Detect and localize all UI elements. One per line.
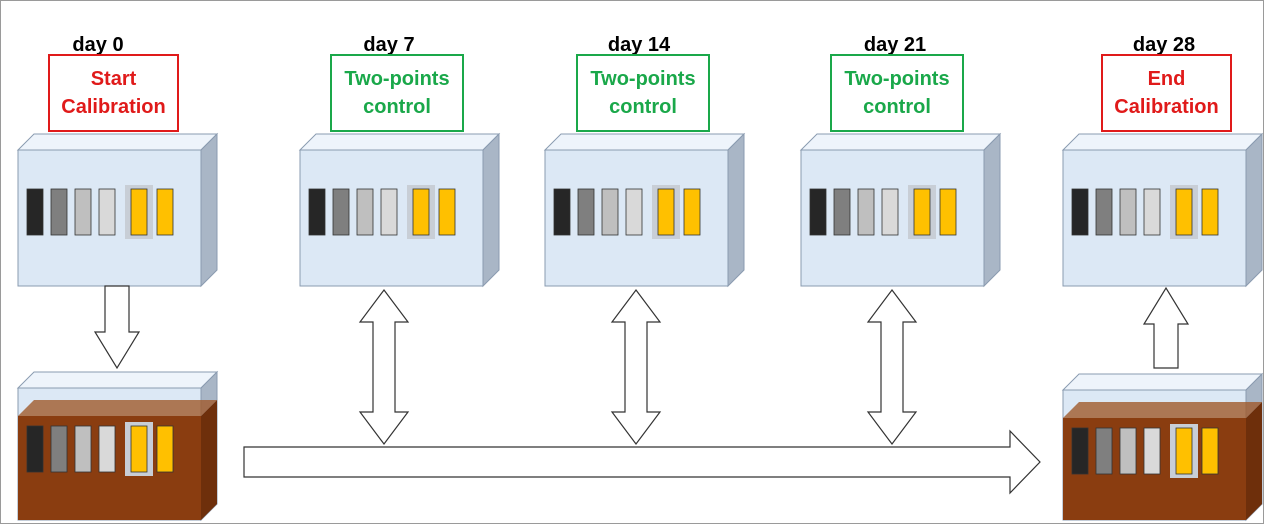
sediment-tank-icon [16, 370, 219, 522]
sample-strip-yellow [1201, 188, 1219, 236]
sample-strip [1095, 427, 1113, 475]
sample-strip [308, 188, 326, 236]
sample-strip [601, 188, 619, 236]
sample-strip [74, 188, 92, 236]
two-points-control-box-day14: Two-points control [576, 54, 710, 132]
sample-strip [577, 188, 595, 236]
sample-strip-yellow [1175, 427, 1193, 475]
sample-strip [809, 188, 827, 236]
double-arrow-icon [610, 289, 662, 445]
timeline-arrow-icon [243, 429, 1041, 495]
tank-side [482, 132, 500, 288]
tank-icon [16, 132, 219, 288]
start-calibration-box: Start Calibration [48, 54, 179, 132]
sample-strip [1143, 427, 1161, 475]
sample-strip [98, 188, 116, 236]
day-label-14: day 14 [607, 34, 671, 56]
sample-strip [833, 188, 851, 236]
tank-top [298, 133, 501, 151]
end-calibration-box: End Calibration [1101, 54, 1232, 132]
sample-strip [1071, 188, 1089, 236]
sample-strip-yellow [1175, 188, 1193, 236]
sample-strip-yellow [412, 188, 430, 236]
sample-strip [1095, 188, 1113, 236]
tank-side [727, 132, 745, 288]
sample-strip [1119, 427, 1137, 475]
tank-top [16, 133, 219, 151]
sample-strip-yellow [913, 188, 931, 236]
sample-strip [625, 188, 643, 236]
two-points-control-box-day21: Two-points control [830, 54, 964, 132]
sample-strip-yellow [156, 425, 174, 473]
sample-strip-yellow [156, 188, 174, 236]
sample-strip [1119, 188, 1137, 236]
sample-strip [26, 188, 44, 236]
tank-side [200, 132, 218, 288]
sample-strip-yellow [130, 188, 148, 236]
day-label-7: day 7 [363, 34, 415, 56]
double-arrow-icon [358, 289, 410, 445]
sample-strip [74, 425, 92, 473]
sample-strip [356, 188, 374, 236]
double-arrow-icon [866, 289, 918, 445]
sample-strip [1143, 188, 1161, 236]
sample-strip [26, 425, 44, 473]
tank-icon [298, 132, 501, 288]
tank-top [543, 133, 746, 151]
sample-strip [881, 188, 899, 236]
two-points-control-box-day7: Two-points control [330, 54, 464, 132]
sediment-top [1063, 402, 1262, 418]
day-label-28: day 28 [1132, 34, 1196, 56]
sediment-tank-icon [1061, 372, 1264, 522]
sample-strip [332, 188, 350, 236]
sample-strip [380, 188, 398, 236]
up-arrow-icon [1142, 286, 1190, 369]
sample-strip [553, 188, 571, 236]
sediment-side [1246, 402, 1262, 520]
tank-top [1061, 373, 1264, 391]
down-arrow-icon [93, 285, 141, 370]
sample-strip [50, 188, 68, 236]
tank-side [983, 132, 1001, 288]
sample-strip [98, 425, 116, 473]
sediment-top [18, 400, 217, 416]
tank-top [1061, 133, 1264, 151]
tank-top [799, 133, 1002, 151]
tank-icon [543, 132, 746, 288]
sample-strip-yellow [657, 188, 675, 236]
tank-side [1245, 132, 1263, 288]
sample-strip-yellow [130, 425, 148, 473]
sediment-side [201, 400, 217, 520]
sample-strip-yellow [1201, 427, 1219, 475]
day-label-21: day 21 [863, 34, 927, 56]
tank-icon [1061, 132, 1264, 288]
sample-strip [857, 188, 875, 236]
sample-strip-yellow [939, 188, 957, 236]
sample-strip-yellow [438, 188, 456, 236]
sample-strip [50, 425, 68, 473]
tank-top [16, 371, 219, 389]
sample-strip [1071, 427, 1089, 475]
day-label-0: day 0 [72, 34, 124, 56]
tank-icon [799, 132, 1002, 288]
sample-strip-yellow [683, 188, 701, 236]
